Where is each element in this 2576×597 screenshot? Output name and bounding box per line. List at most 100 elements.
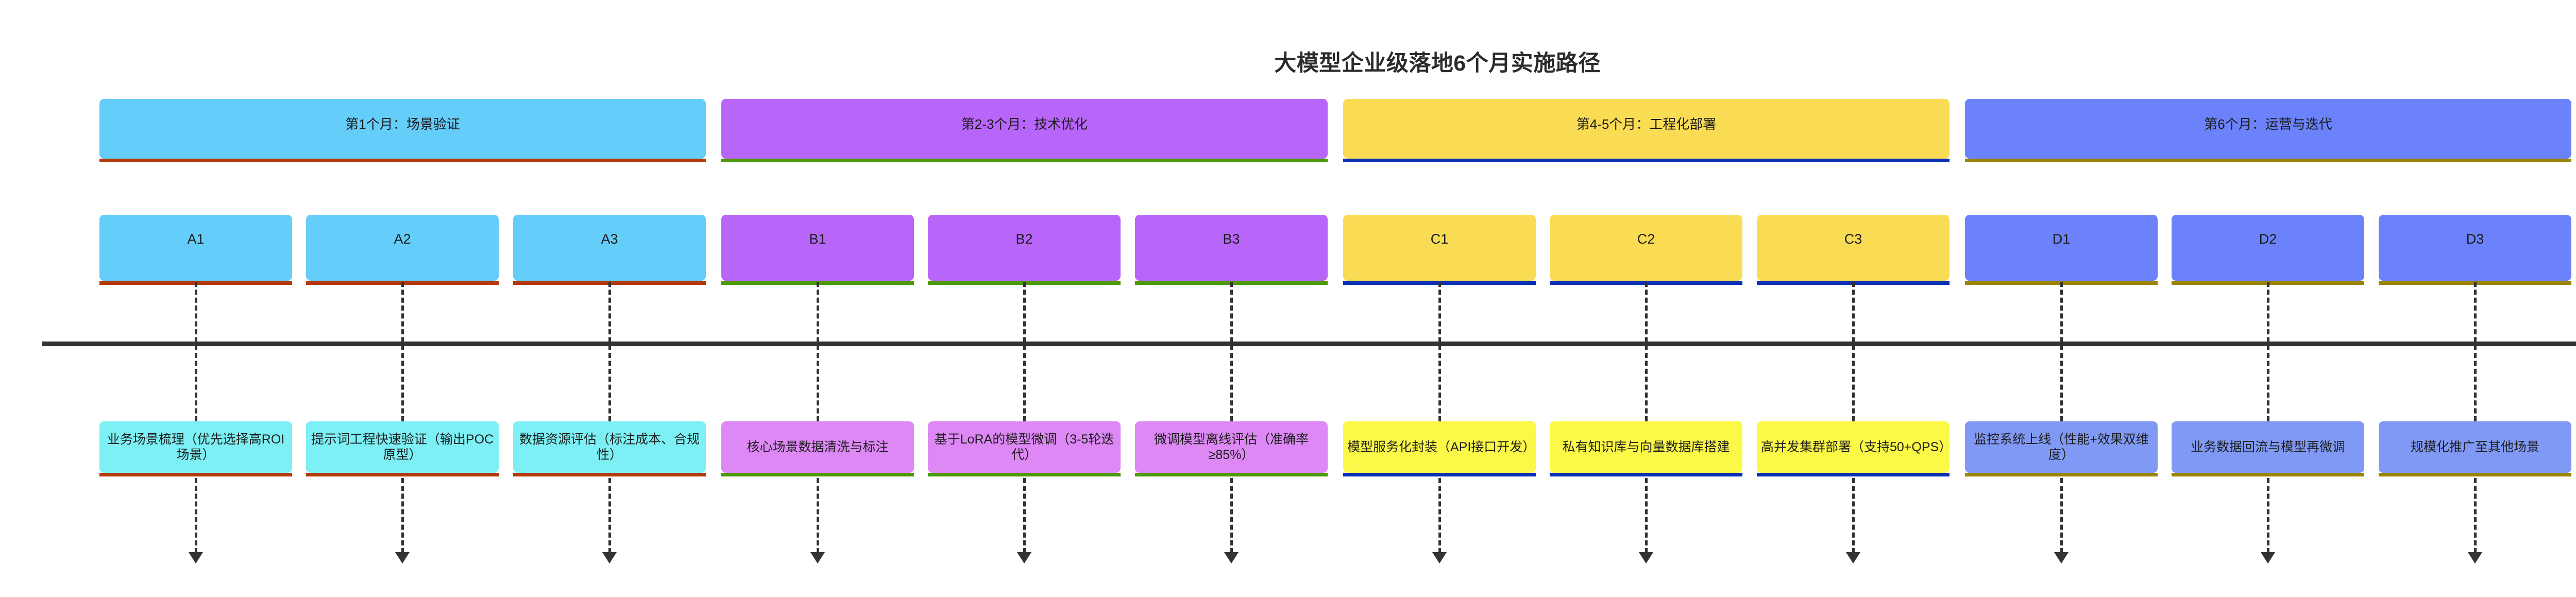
- milestone-box-D1[interactable]: D1: [1965, 215, 2158, 281]
- detail-box-A1-detail[interactable]: 业务场景梳理（优先选择高ROI场景）: [99, 421, 292, 473]
- connector-line-B1: [817, 282, 819, 421]
- detail-box-A2-detail[interactable]: 提示词工程快速验证（输出POC原型）: [306, 421, 499, 473]
- tail-arrow-icon-C3: [1846, 552, 1860, 564]
- detail-label: 监控系统上线（性能+效果双维度）: [1974, 432, 2149, 463]
- detail-label: 高并发集群部署（支持50+QPS）: [1761, 439, 1952, 454]
- phase-bar-phase-4[interactable]: 第6个月：运营与迭代: [1965, 99, 2571, 159]
- tail-connector-B3: [1230, 478, 1233, 553]
- phase-bar-phase-1[interactable]: 第1个月：场景验证: [99, 99, 706, 159]
- milestone-label: C3: [1844, 231, 1862, 247]
- milestone-label: C1: [1430, 231, 1449, 247]
- detail-label: 提示词工程快速验证（输出POC原型）: [311, 432, 494, 463]
- detail-label: 数据资源评估（标注成本、合规性）: [519, 432, 700, 463]
- detail-underline: [2379, 473, 2571, 476]
- phase-label: 第4-5个月：工程化部署: [1576, 116, 1717, 132]
- milestone-box-C2[interactable]: C2: [1550, 215, 1742, 281]
- tail-connector-C1: [1438, 478, 1441, 553]
- detail-box-B3-detail[interactable]: 微调模型离线评估（准确率≥85%）: [1135, 421, 1328, 473]
- milestone-label: A3: [601, 231, 618, 247]
- tail-arrow-icon-D3: [2468, 552, 2482, 564]
- tail-arrow-icon-D2: [2261, 552, 2275, 564]
- detail-underline: [1343, 473, 1536, 476]
- milestone-box-B3[interactable]: B3: [1135, 215, 1328, 281]
- phase-underline: [1965, 159, 2571, 162]
- detail-underline: [928, 473, 1121, 476]
- phase-underline: [721, 159, 1328, 162]
- connector-line-C2: [1645, 282, 1648, 421]
- detail-box-B2-detail[interactable]: 基于LoRA的模型微调（3-5轮迭代）: [928, 421, 1121, 473]
- detail-label: 微调模型离线评估（准确率≥85%）: [1154, 432, 1309, 463]
- detail-label: 模型服务化封装（API接口开发）: [1347, 439, 1536, 454]
- milestone-label: A1: [187, 231, 205, 247]
- milestone-box-D2[interactable]: D2: [2172, 215, 2364, 281]
- milestone-label: A2: [394, 231, 411, 247]
- tail-arrow-icon-A2: [395, 552, 410, 564]
- milestone-label: B1: [809, 231, 826, 247]
- detail-box-C1-detail[interactable]: 模型服务化封装（API接口开发）: [1343, 421, 1536, 473]
- phase-band-row: 第1个月：场景验证 第2-3个月：技术优化 第4-5个月：工程化部署 第6个月：运营与…: [0, 99, 2576, 163]
- tail-connector-C2: [1645, 478, 1648, 553]
- milestone-box-A2[interactable]: A2: [306, 215, 499, 281]
- phase-label: 第6个月：运营与迭代: [2204, 116, 2332, 132]
- connector-line-D3: [2474, 282, 2477, 421]
- detail-label: 业务数据回流与模型再微调: [2190, 439, 2345, 454]
- tail-arrow-icon-D1: [2054, 552, 2069, 564]
- detail-box-D1-detail[interactable]: 监控系统上线（性能+效果双维度）: [1965, 421, 2158, 473]
- milestone-box-A1[interactable]: A1: [99, 215, 292, 281]
- phase-underline: [1343, 159, 1950, 162]
- milestone-label: D2: [2259, 231, 2277, 247]
- timeline-axis: [0, 335, 2576, 356]
- page-title: 大模型企业级落地6个月实施路径: [1274, 51, 1601, 76]
- phase-label: 第1个月：场景验证: [345, 116, 460, 132]
- detail-label: 业务场景梳理（优先选择高ROI场景）: [107, 432, 285, 463]
- detail-box-C2-detail[interactable]: 私有知识库与向量数据库搭建: [1550, 421, 1742, 473]
- milestone-label: B3: [1223, 231, 1240, 247]
- milestone-label: C2: [1637, 231, 1655, 247]
- detail-underline: [1135, 473, 1328, 476]
- tail-arrow-icon-C2: [1639, 552, 1653, 564]
- detail-box-B1-detail[interactable]: 核心场景数据清洗与标注: [721, 421, 914, 473]
- detail-label: 核心场景数据清洗与标注: [747, 439, 889, 454]
- milestone-box-C1[interactable]: C1: [1343, 215, 1536, 281]
- milestone-label: D3: [2466, 231, 2484, 247]
- milestone-box-B1[interactable]: B1: [721, 215, 914, 281]
- milestone-label: B2: [1015, 231, 1033, 247]
- tail-connector-D1: [2060, 478, 2063, 553]
- detail-box-D3-detail[interactable]: 规模化推广至其他场景: [2379, 421, 2571, 473]
- tail-arrow-icon-B2: [1017, 552, 1031, 564]
- timeline-axis-line: [42, 342, 2576, 346]
- milestone-label: D1: [2052, 231, 2071, 247]
- detail-underline: [721, 473, 914, 476]
- detail-box-C3-detail[interactable]: 高并发集群部署（支持50+QPS）: [1757, 421, 1952, 473]
- detail-row: 业务场景梳理（优先选择高ROI场景） 提示词工程快速验证（输出POC原型） 数据资源…: [0, 421, 2576, 478]
- tail-connector-A3: [608, 478, 611, 553]
- tail-connector-B1: [817, 478, 819, 553]
- detail-underline: [513, 473, 706, 476]
- milestone-box-B2[interactable]: B2: [928, 215, 1121, 281]
- tail-arrow-icon-A3: [602, 552, 617, 564]
- connector-line-A2: [401, 282, 404, 421]
- connector-line-B2: [1023, 282, 1026, 421]
- tail-arrow-icon-A1: [189, 552, 203, 564]
- phase-bar-phase-2[interactable]: 第2-3个月：技术优化: [721, 99, 1328, 159]
- tail-connector-D3: [2474, 478, 2477, 553]
- connector-line-D1: [2060, 282, 2063, 421]
- milestone-box-D3[interactable]: D3: [2379, 215, 2571, 281]
- phase-underline: [99, 159, 706, 162]
- detail-label: 私有知识库与向量数据库搭建: [1562, 439, 1730, 454]
- phase-bar-phase-3[interactable]: 第4-5个月：工程化部署: [1343, 99, 1950, 159]
- detail-label: 基于LoRA的模型微调（3-5轮迭代）: [934, 432, 1114, 463]
- tail-connector-B2: [1023, 478, 1026, 553]
- tail-arrow-icon-B1: [810, 552, 825, 564]
- detail-underline: [306, 473, 499, 476]
- phase-label: 第2-3个月：技术优化: [961, 116, 1088, 132]
- detail-underline: [1965, 473, 2158, 476]
- tail-connector-A1: [195, 478, 197, 553]
- milestone-box-C3[interactable]: C3: [1757, 215, 1950, 281]
- tail-connector-D2: [2267, 478, 2269, 553]
- detail-box-D2-detail[interactable]: 业务数据回流与模型再微调: [2172, 421, 2364, 473]
- milestone-box-A3[interactable]: A3: [513, 215, 706, 281]
- connector-line-B3: [1230, 282, 1233, 421]
- detail-box-A3-detail[interactable]: 数据资源评估（标注成本、合规性）: [513, 421, 706, 473]
- tail-arrow-icon-B3: [1224, 552, 1239, 564]
